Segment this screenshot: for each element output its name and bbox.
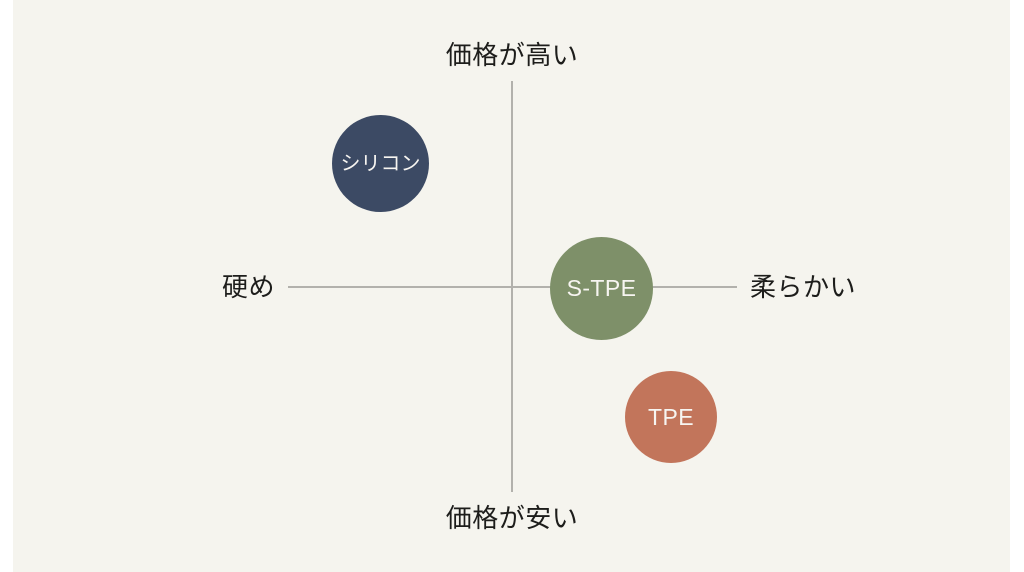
axis-label-price-low: 価格が安い (445, 503, 579, 533)
hardness-axis-line (288, 286, 737, 288)
bubble-s-tpe: S-TPE (550, 237, 653, 340)
axis-label-hard: 硬め (221, 272, 275, 302)
axis-label-price-high: 価格が高い (445, 40, 579, 70)
axis-label-soft: 柔らかい (750, 272, 857, 302)
bubble-label-s-tpe: S-TPE (566, 275, 637, 301)
bubble-silicone: シリコン (332, 115, 429, 212)
bubble-label-tpe: TPE (648, 403, 694, 430)
bubble-label-silicone: シリコン (340, 152, 421, 175)
bubble-tpe: TPE (625, 371, 717, 463)
